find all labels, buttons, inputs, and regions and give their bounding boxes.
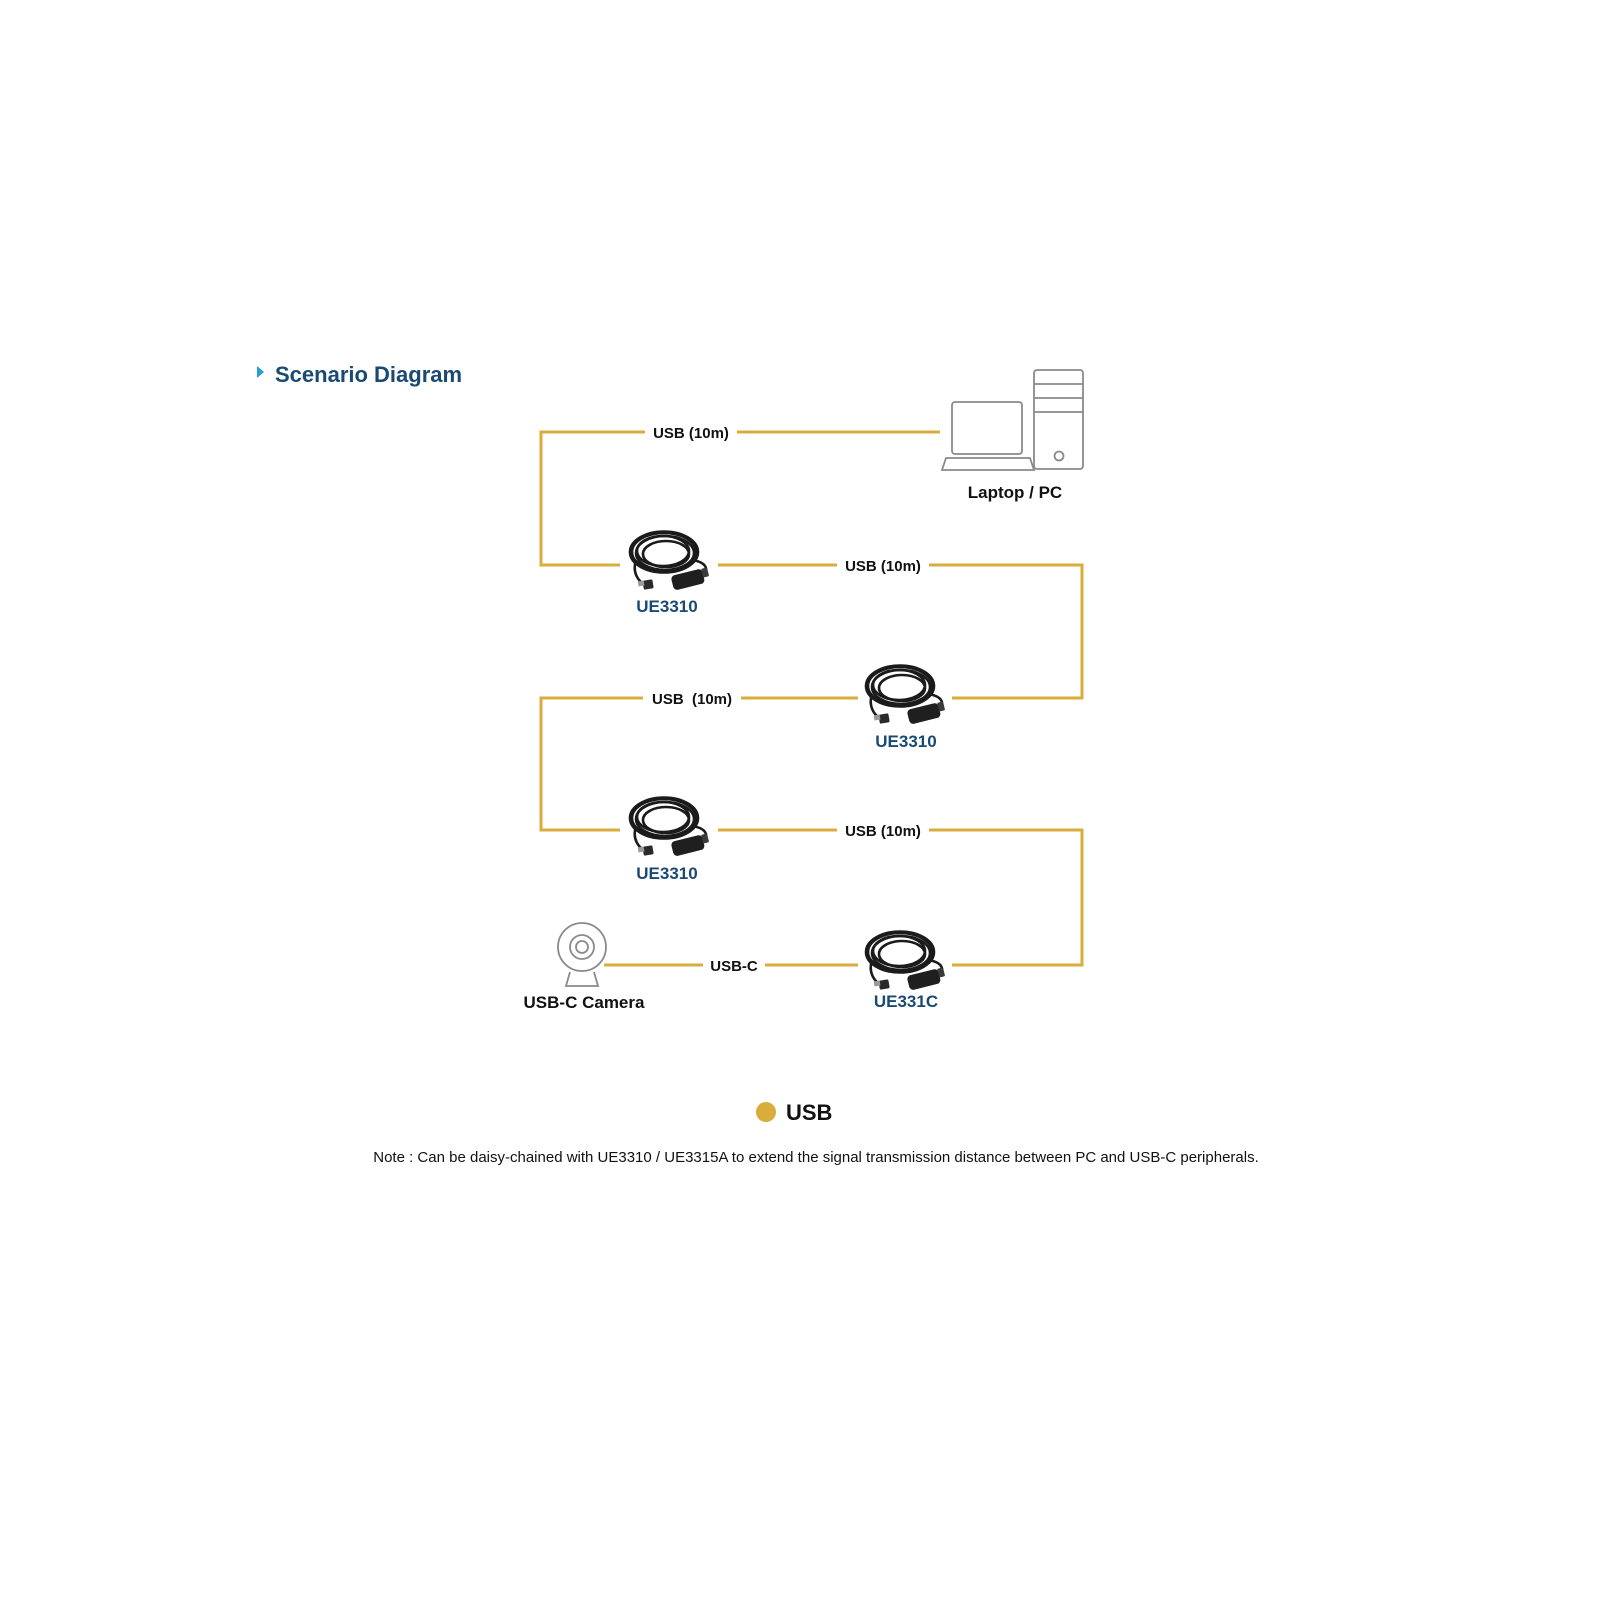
usb-extension-cable-icon <box>628 796 711 858</box>
product-ue3310-3: UE3310 <box>628 796 711 883</box>
connection-label: USB (10m) <box>845 558 921 575</box>
usb-extension-cable-icon <box>628 530 711 592</box>
page-title: Scenario Diagram <box>275 362 462 387</box>
product-label: UE331C <box>874 992 938 1011</box>
section-header: Scenario Diagram <box>257 362 462 387</box>
connection-label: USB-C <box>710 958 758 975</box>
footnote: Note : Can be daisy-chained with UE3310 … <box>373 1149 1259 1166</box>
camera-label: USB-C Camera <box>524 993 645 1012</box>
connection-labels: USB (10m) USB (10m) USB (10m) USB (10m) … <box>643 421 929 976</box>
pc-label: Laptop / PC <box>968 483 1062 502</box>
connection-label: USB (10m) <box>653 425 729 442</box>
desktop-tower-icon <box>1033 369 1084 470</box>
legend-label: USB <box>786 1100 832 1125</box>
title-arrow-icon <box>257 366 264 378</box>
usb-extension-cable-icon <box>864 664 947 726</box>
usb-extension-cable-icon <box>864 930 947 992</box>
product-ue331c: UE331C <box>864 930 947 1011</box>
product-label: UE3310 <box>636 597 697 616</box>
usb-line-pc-to-ue3310-1 <box>539 430 940 567</box>
webcam-icon <box>557 922 607 987</box>
legend: USB <box>756 1100 832 1125</box>
product-ue3310-1: UE3310 <box>628 530 711 616</box>
usb-legend-swatch <box>756 1102 776 1122</box>
connection-label: USB (10m) <box>652 691 732 708</box>
usb-line-ue3310-1-to-ue3310-2 <box>718 563 1084 700</box>
product-label: UE3310 <box>636 864 697 883</box>
usb-line-ue3310-2-to-ue3310-3 <box>539 696 858 832</box>
laptop-icon <box>940 401 1036 471</box>
product-ue3310-2: UE3310 <box>864 664 947 751</box>
usb-line-ue3310-3-to-ue331c <box>718 828 1084 967</box>
usb-connection-lines <box>539 430 1084 967</box>
pc-device: Laptop / PC <box>940 369 1084 502</box>
camera-device: USB-C Camera <box>524 922 645 1012</box>
product-label: UE3310 <box>875 732 936 751</box>
connection-label: USB (10m) <box>845 823 921 840</box>
